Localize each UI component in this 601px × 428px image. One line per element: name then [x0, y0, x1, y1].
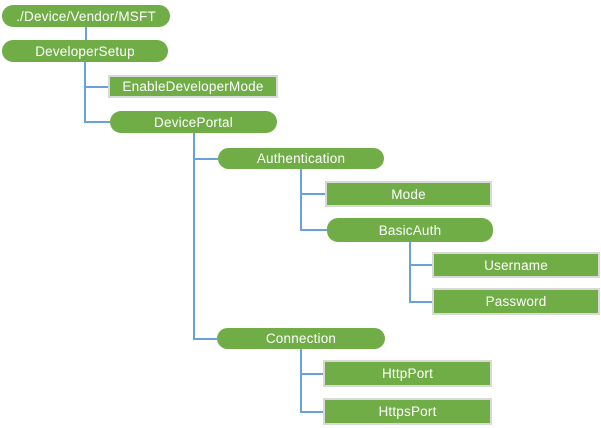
- connector-line: [192, 157, 218, 160]
- connector-line: [84, 121, 110, 123]
- connector-line: [300, 410, 323, 413]
- tree-node-developersetup: DeveloperSetup: [2, 40, 168, 62]
- tree-node-httpport: HttpPort: [323, 360, 492, 387]
- connector-line: [300, 169, 302, 231]
- connector-line: [84, 62, 86, 123]
- connector-line: [300, 349, 302, 413]
- connector-line: [409, 300, 432, 303]
- connector-line: [85, 27, 87, 40]
- tree-node-httpsport: HttpsPort: [323, 398, 492, 425]
- tree-node-username: Username: [432, 252, 600, 278]
- connector-line: [84, 85, 108, 88]
- tree-node-enabledevelopermode: EnableDeveloperMode: [108, 75, 278, 98]
- tree-node-deviceportal: DevicePortal: [110, 111, 277, 133]
- tree-node-basicauth: BasicAuth: [327, 218, 493, 242]
- tree-node-authentication: Authentication: [218, 148, 384, 169]
- connector-line: [300, 372, 323, 375]
- connector-line: [409, 264, 432, 266]
- tree-node-connection: Connection: [217, 328, 385, 349]
- connector-line: [192, 133, 195, 340]
- connector-line: [300, 193, 325, 195]
- tree-node-password: Password: [432, 288, 600, 315]
- connector-line: [192, 337, 217, 340]
- tree-node-msft: ./Device/Vendor/MSFT: [2, 5, 170, 27]
- connector-line: [409, 242, 411, 303]
- tree-node-mode: Mode: [325, 181, 492, 207]
- connector-line: [300, 229, 327, 231]
